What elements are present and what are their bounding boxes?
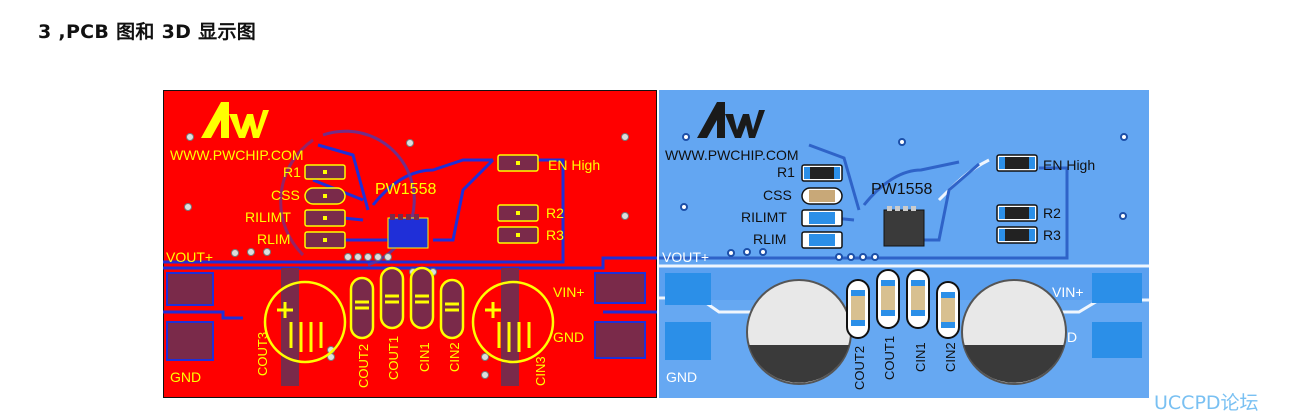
pcb-rilimt-label: RILIMT bbox=[245, 209, 291, 225]
3d-vin-label: VIN+ bbox=[1052, 284, 1084, 300]
3d-cin1-label: CIN1 bbox=[913, 342, 928, 372]
pcb-r3-label: R3 bbox=[546, 227, 564, 243]
pwchip-logo-3d bbox=[697, 102, 765, 138]
pcb-cout1-label: COUT1 bbox=[386, 336, 401, 380]
3d-r1-label: R1 bbox=[777, 164, 795, 180]
3d-cout1-label: COUT1 bbox=[882, 336, 897, 380]
3d-en-high-label: EN High bbox=[1043, 157, 1095, 173]
3d-gnd-right-label: D bbox=[1067, 329, 1077, 345]
3d-gnd-left-label: GND bbox=[666, 369, 697, 385]
3d-rilimt-label: RILIMT bbox=[741, 209, 787, 225]
3d-cout2-label: COUT2 bbox=[852, 346, 867, 390]
pcb-website-label: WWW.PWCHIP.COM bbox=[170, 147, 304, 163]
pcb-chip-label: PW1558 bbox=[375, 181, 436, 198]
pcb-layout-image: WWW.PWCHIP.COM R1 CSS RILIMT RLIM EN Hig… bbox=[163, 90, 657, 398]
pcb-vin-label: VIN+ bbox=[553, 284, 585, 300]
3d-r3-label: R3 bbox=[1043, 227, 1061, 243]
pcb-r2-label: R2 bbox=[546, 205, 564, 221]
3d-render-image: WWW.PWCHIP.COM R1 CSS RILIM bbox=[659, 90, 1149, 398]
pcb-cout3-label: COUT3 bbox=[255, 332, 270, 376]
pwchip-logo bbox=[201, 102, 269, 138]
3d-css-label: CSS bbox=[763, 187, 792, 203]
3d-cin2-label: CIN2 bbox=[943, 342, 958, 372]
pcb-en-high-label: EN High bbox=[548, 157, 600, 173]
3d-r2-label: R2 bbox=[1043, 205, 1061, 221]
pcb-css-label: CSS bbox=[271, 187, 300, 203]
3d-rlim-label: RLIM bbox=[753, 231, 786, 247]
pcb-cin1-label: CIN1 bbox=[417, 342, 432, 372]
pcb-cin2-label: CIN2 bbox=[447, 342, 462, 372]
pcb-gnd-right-label: GND bbox=[553, 329, 584, 345]
section-heading: 3 ,PCB 图和 3D 显示图 bbox=[38, 21, 257, 43]
3d-website-label: WWW.PWCHIP.COM bbox=[665, 147, 799, 163]
forum-watermark: UCCPD论坛 bbox=[1154, 392, 1259, 414]
pcb-rlim-label: RLIM bbox=[257, 231, 290, 247]
pcb-vout-label: VOUT+ bbox=[166, 249, 213, 265]
pcb-gnd-left-label: GND bbox=[170, 369, 201, 385]
3d-chip-label: PW1558 bbox=[871, 181, 932, 198]
pcb-cin3-label: CIN3 bbox=[533, 356, 548, 386]
pcb-cout2-label: COUT2 bbox=[356, 344, 371, 388]
pcb-r1-label: R1 bbox=[283, 164, 301, 180]
3d-vout-label: VOUT+ bbox=[662, 249, 709, 265]
